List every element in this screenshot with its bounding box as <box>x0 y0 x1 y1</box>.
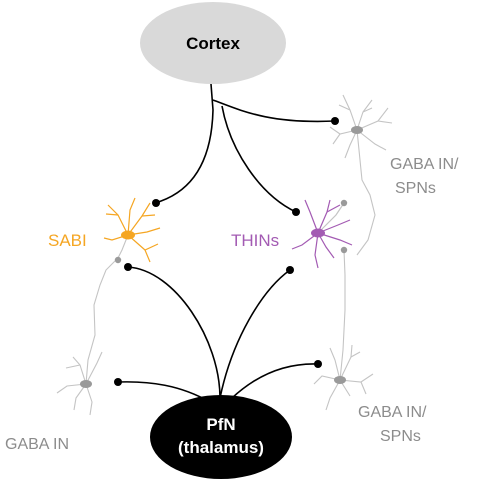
gaba-in-left-neuron <box>56 259 117 416</box>
sabi-label: SABI <box>48 231 87 250</box>
thins-neuron <box>291 199 353 269</box>
synapse-terminals <box>114 117 339 386</box>
gaba-spn-bottom-right-neuron <box>313 249 374 411</box>
synapse-dot <box>114 378 122 386</box>
cortex-to-sabi-line <box>154 83 214 204</box>
synapse-dot <box>331 117 339 125</box>
cortex-node: Cortex <box>140 2 286 84</box>
connection-lines <box>117 83 336 403</box>
sabi-neuron <box>103 197 161 263</box>
sabi-axon <box>117 234 129 259</box>
gaba-spn-top-label-line1: GABA IN/ <box>390 156 459 173</box>
cortex-to-gaba-spn-line <box>212 99 336 123</box>
pfn-label-line2: (thalamus) <box>178 438 264 457</box>
pfn-ellipse <box>150 395 292 479</box>
synapse-dot <box>292 208 300 216</box>
gaba-spn-top-right-neuron <box>329 94 393 256</box>
pfn-label-line1: PfN <box>206 415 235 434</box>
synapse-dot <box>152 199 160 207</box>
gaba-in-left-label: GABA IN <box>5 436 69 453</box>
pfn-to-gaba-spn-line <box>231 363 319 399</box>
synapse-dot <box>124 263 132 271</box>
cortex-ellipse <box>140 2 286 84</box>
cortex-label: Cortex <box>186 34 240 53</box>
pfn-node: PfN (thalamus) <box>150 395 292 479</box>
gaba-spn-top-label-line2: SPNs <box>395 180 436 197</box>
synapse-dot <box>286 266 294 274</box>
thins-label: THINs <box>231 231 279 250</box>
cortex-to-thins-line <box>221 105 297 213</box>
gray-terminals <box>114 199 348 264</box>
gaba-spn-bottom-label-line1: GABA IN/ <box>358 404 427 421</box>
pfn-to-thins-line <box>219 269 291 399</box>
synapse-dot <box>314 360 322 368</box>
gaba-spn-bottom-label-line2: SPNs <box>380 428 421 445</box>
pfn-to-sabi-line <box>127 266 221 399</box>
